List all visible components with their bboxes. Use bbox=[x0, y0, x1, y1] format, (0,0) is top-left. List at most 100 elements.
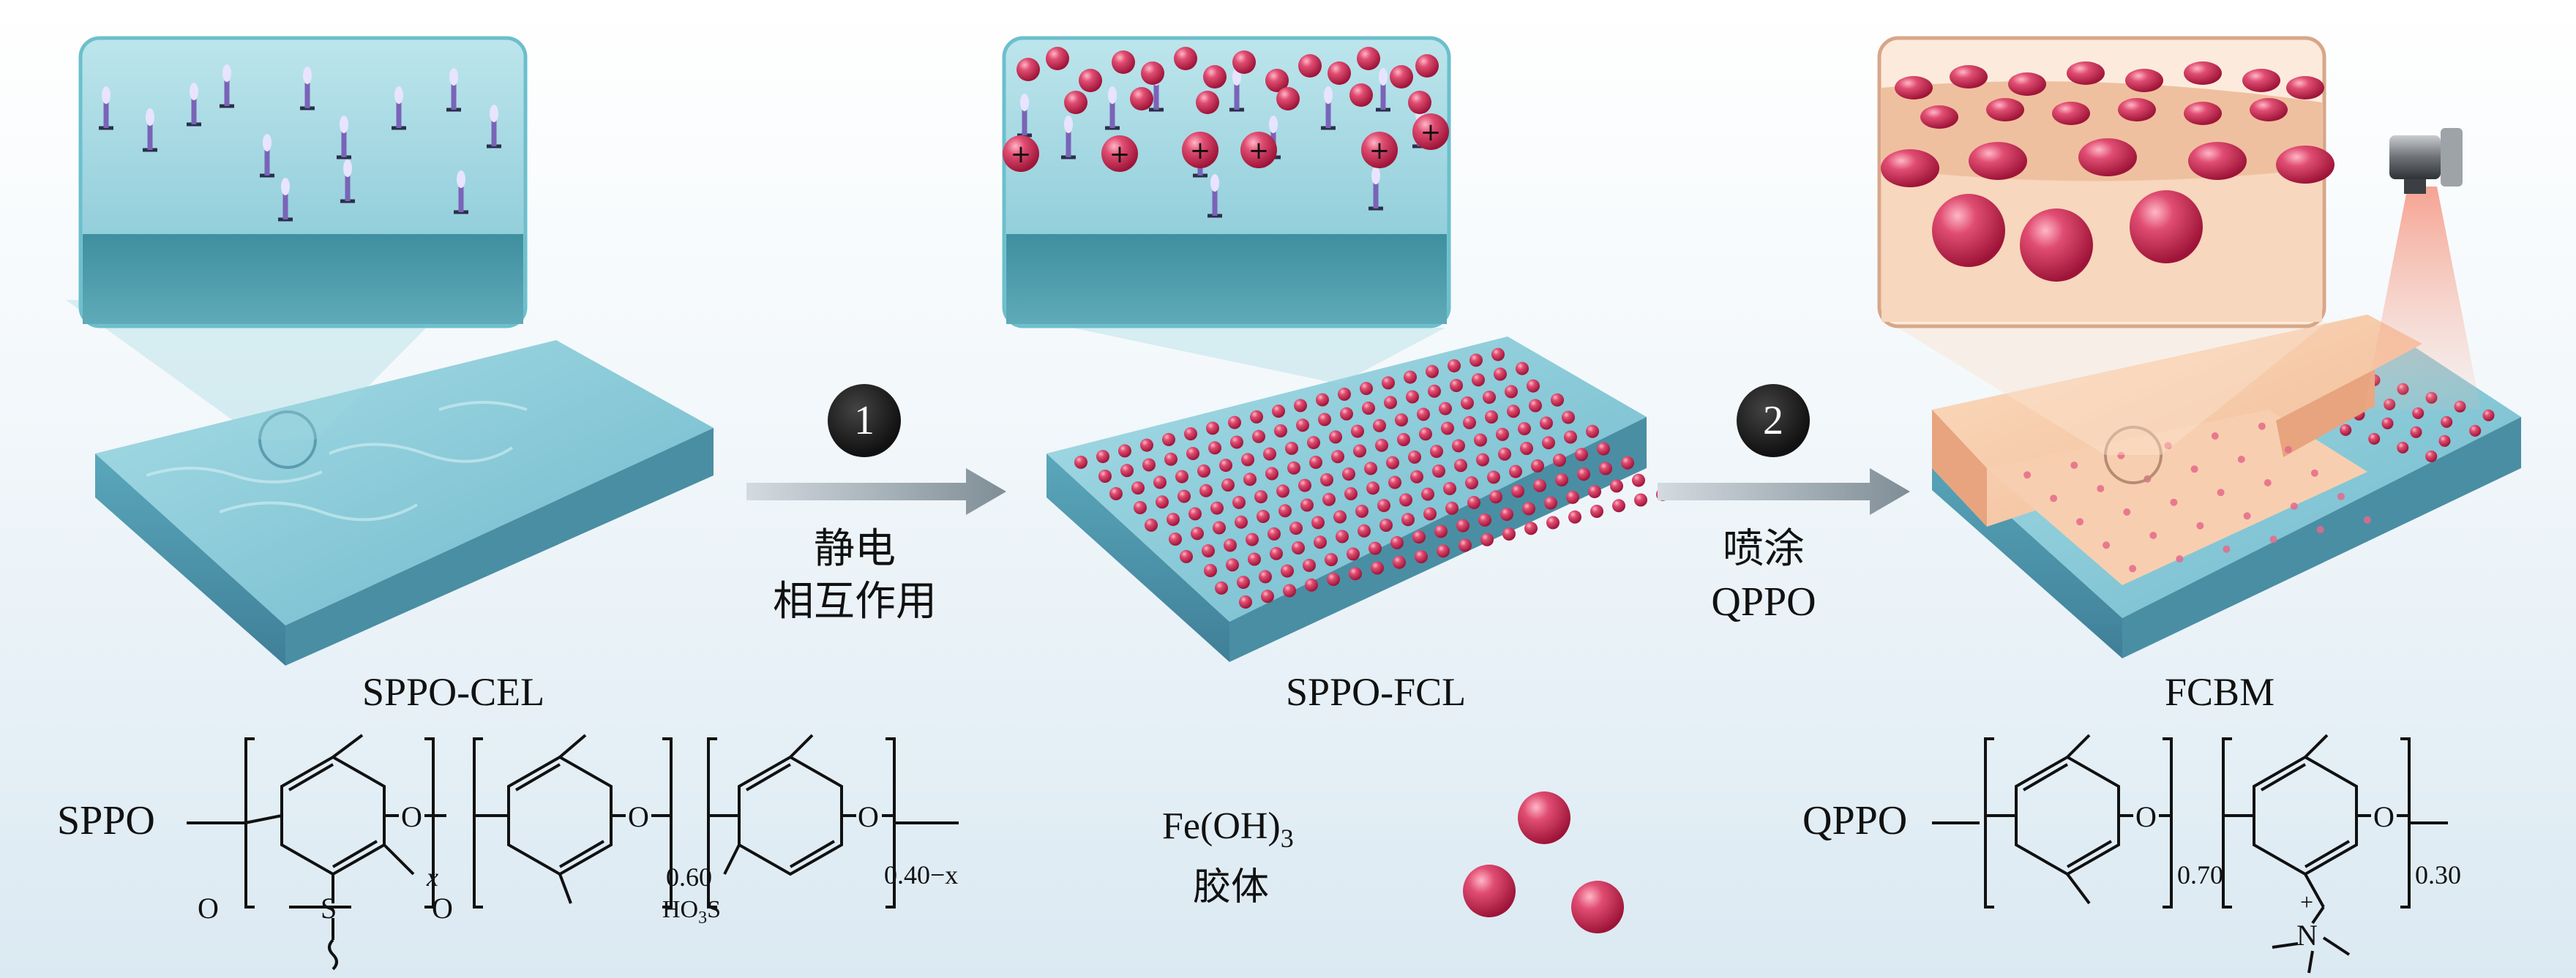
membrane-label-sppo-fcl: SPPO-FCL bbox=[1286, 670, 1467, 714]
inset-particle bbox=[1079, 69, 1102, 92]
membrane-particle bbox=[1590, 505, 1603, 518]
ion-glow bbox=[1269, 116, 1278, 133]
sppo-sub-x: x bbox=[427, 862, 438, 892]
sppo-structure bbox=[187, 734, 959, 971]
membrane-particle bbox=[1531, 459, 1544, 473]
membrane-particle bbox=[1399, 493, 1412, 507]
membrane-particle bbox=[2441, 415, 2453, 428]
membrane-particle bbox=[1329, 430, 1342, 444]
membrane-particle bbox=[1164, 452, 1177, 466]
membrane-particle bbox=[1610, 479, 1623, 493]
membrane-particle bbox=[1393, 555, 1406, 569]
membrane-particle bbox=[1566, 490, 1579, 504]
membrane-particle bbox=[1452, 439, 1465, 453]
inset-particle bbox=[1046, 47, 1069, 70]
membrane-particle bbox=[1472, 373, 1485, 387]
ion-glow bbox=[190, 83, 198, 100]
membrane-particle bbox=[1169, 533, 1182, 546]
membrane-particle bbox=[1252, 429, 1265, 443]
membrane-particle bbox=[1373, 418, 1386, 432]
spray-nozzle-icon bbox=[2389, 128, 2463, 194]
step-1-badge: 1 bbox=[828, 384, 901, 457]
membrane-particle bbox=[1338, 387, 1351, 401]
membrane-particle bbox=[1226, 558, 1239, 572]
dome-particle bbox=[2242, 69, 2280, 92]
membrane-particle bbox=[1586, 424, 1599, 438]
membrane-particle bbox=[2412, 407, 2425, 419]
inset-particle bbox=[1112, 50, 1135, 74]
membrane-particle bbox=[1318, 413, 1331, 426]
ion-glow bbox=[222, 64, 231, 82]
membrane-particle bbox=[1096, 450, 1109, 464]
membrane-particle bbox=[1522, 502, 1535, 516]
qppo-o-1: O bbox=[2135, 800, 2157, 833]
membrane-particle bbox=[1248, 552, 1261, 566]
membrane-particle bbox=[1417, 407, 1430, 421]
membrane-particle bbox=[1162, 432, 1175, 446]
embedded-particle bbox=[1932, 194, 2005, 267]
sppo-sub-040x: 0.40−x bbox=[884, 860, 959, 889]
membrane-particle bbox=[1140, 438, 1153, 452]
inset-particle bbox=[1276, 87, 1300, 110]
membrane-particle bbox=[1239, 595, 1252, 609]
inset-sppo-cel bbox=[78, 36, 528, 328]
membrane-particle bbox=[1456, 519, 1469, 533]
inset-particle bbox=[1415, 54, 1439, 78]
membrane-particle bbox=[1507, 405, 1520, 418]
inset-particle bbox=[1328, 61, 1351, 85]
dome-particle bbox=[1950, 65, 1988, 89]
membrane-particle bbox=[1564, 430, 1577, 444]
membrane-particle bbox=[1331, 450, 1344, 464]
membrane-particle bbox=[1366, 481, 1379, 495]
inset-particle bbox=[1016, 58, 1040, 81]
coating-particle bbox=[2176, 555, 2184, 563]
membrane-particle bbox=[1480, 533, 1494, 546]
membrane-particle bbox=[1215, 581, 1228, 595]
membrane-particle bbox=[1272, 405, 1285, 418]
membrane-particle bbox=[1325, 553, 1338, 567]
membrane-particle bbox=[1377, 499, 1390, 513]
coating-particle bbox=[2269, 535, 2277, 543]
membrane-particle bbox=[1390, 535, 1404, 549]
membrane-particle bbox=[1309, 456, 1322, 469]
coating-particle bbox=[2316, 526, 2324, 533]
inset-particle bbox=[1196, 91, 1219, 114]
dome-particle bbox=[2184, 61, 2222, 85]
membrane-fcbm bbox=[1888, 128, 2521, 658]
ion-glow bbox=[1371, 167, 1380, 184]
ion-glow bbox=[146, 108, 154, 126]
membrane-particle bbox=[1461, 396, 1474, 410]
ion-glow bbox=[1379, 68, 1388, 86]
step-1-line-1: 静电 bbox=[814, 527, 896, 572]
dome-particle bbox=[2184, 102, 2222, 125]
coating-particle bbox=[2170, 498, 2178, 506]
cation-particle bbox=[1361, 132, 1398, 168]
membrane-particle bbox=[1502, 527, 1516, 541]
membrane-particle bbox=[1491, 347, 1505, 361]
qppo-n: N bbox=[2296, 919, 2318, 952]
membrane-particle bbox=[1353, 444, 1366, 458]
membrane-particle bbox=[1210, 501, 1224, 515]
membrane-particle bbox=[1454, 459, 1467, 473]
colloid-particles bbox=[1463, 791, 1624, 933]
step-2-arrow bbox=[1658, 468, 1910, 515]
membrane-particle bbox=[1483, 391, 1496, 405]
membrane-particle bbox=[1180, 549, 1193, 563]
membrane-particle bbox=[1445, 501, 1459, 515]
membrane-particle bbox=[1439, 402, 1452, 415]
membrane-particle bbox=[1300, 498, 1314, 512]
coating-particle bbox=[2117, 451, 2125, 459]
coating-particle bbox=[2337, 492, 2345, 500]
cation-particle bbox=[1412, 113, 1449, 150]
membrane-particle bbox=[1232, 495, 1246, 509]
qppo-charge: + bbox=[2300, 889, 2314, 915]
inset-particle bbox=[1064, 91, 1087, 114]
dome-particle bbox=[2078, 138, 2137, 176]
membrane-particle bbox=[1544, 496, 1557, 510]
cation-particle bbox=[1240, 132, 1277, 168]
membrane-particle bbox=[1358, 524, 1371, 538]
cation-particle bbox=[1182, 132, 1218, 168]
membrane-particle bbox=[1213, 521, 1226, 535]
coating-particle bbox=[2097, 485, 2105, 492]
cation-plus: + bbox=[1248, 136, 1270, 165]
